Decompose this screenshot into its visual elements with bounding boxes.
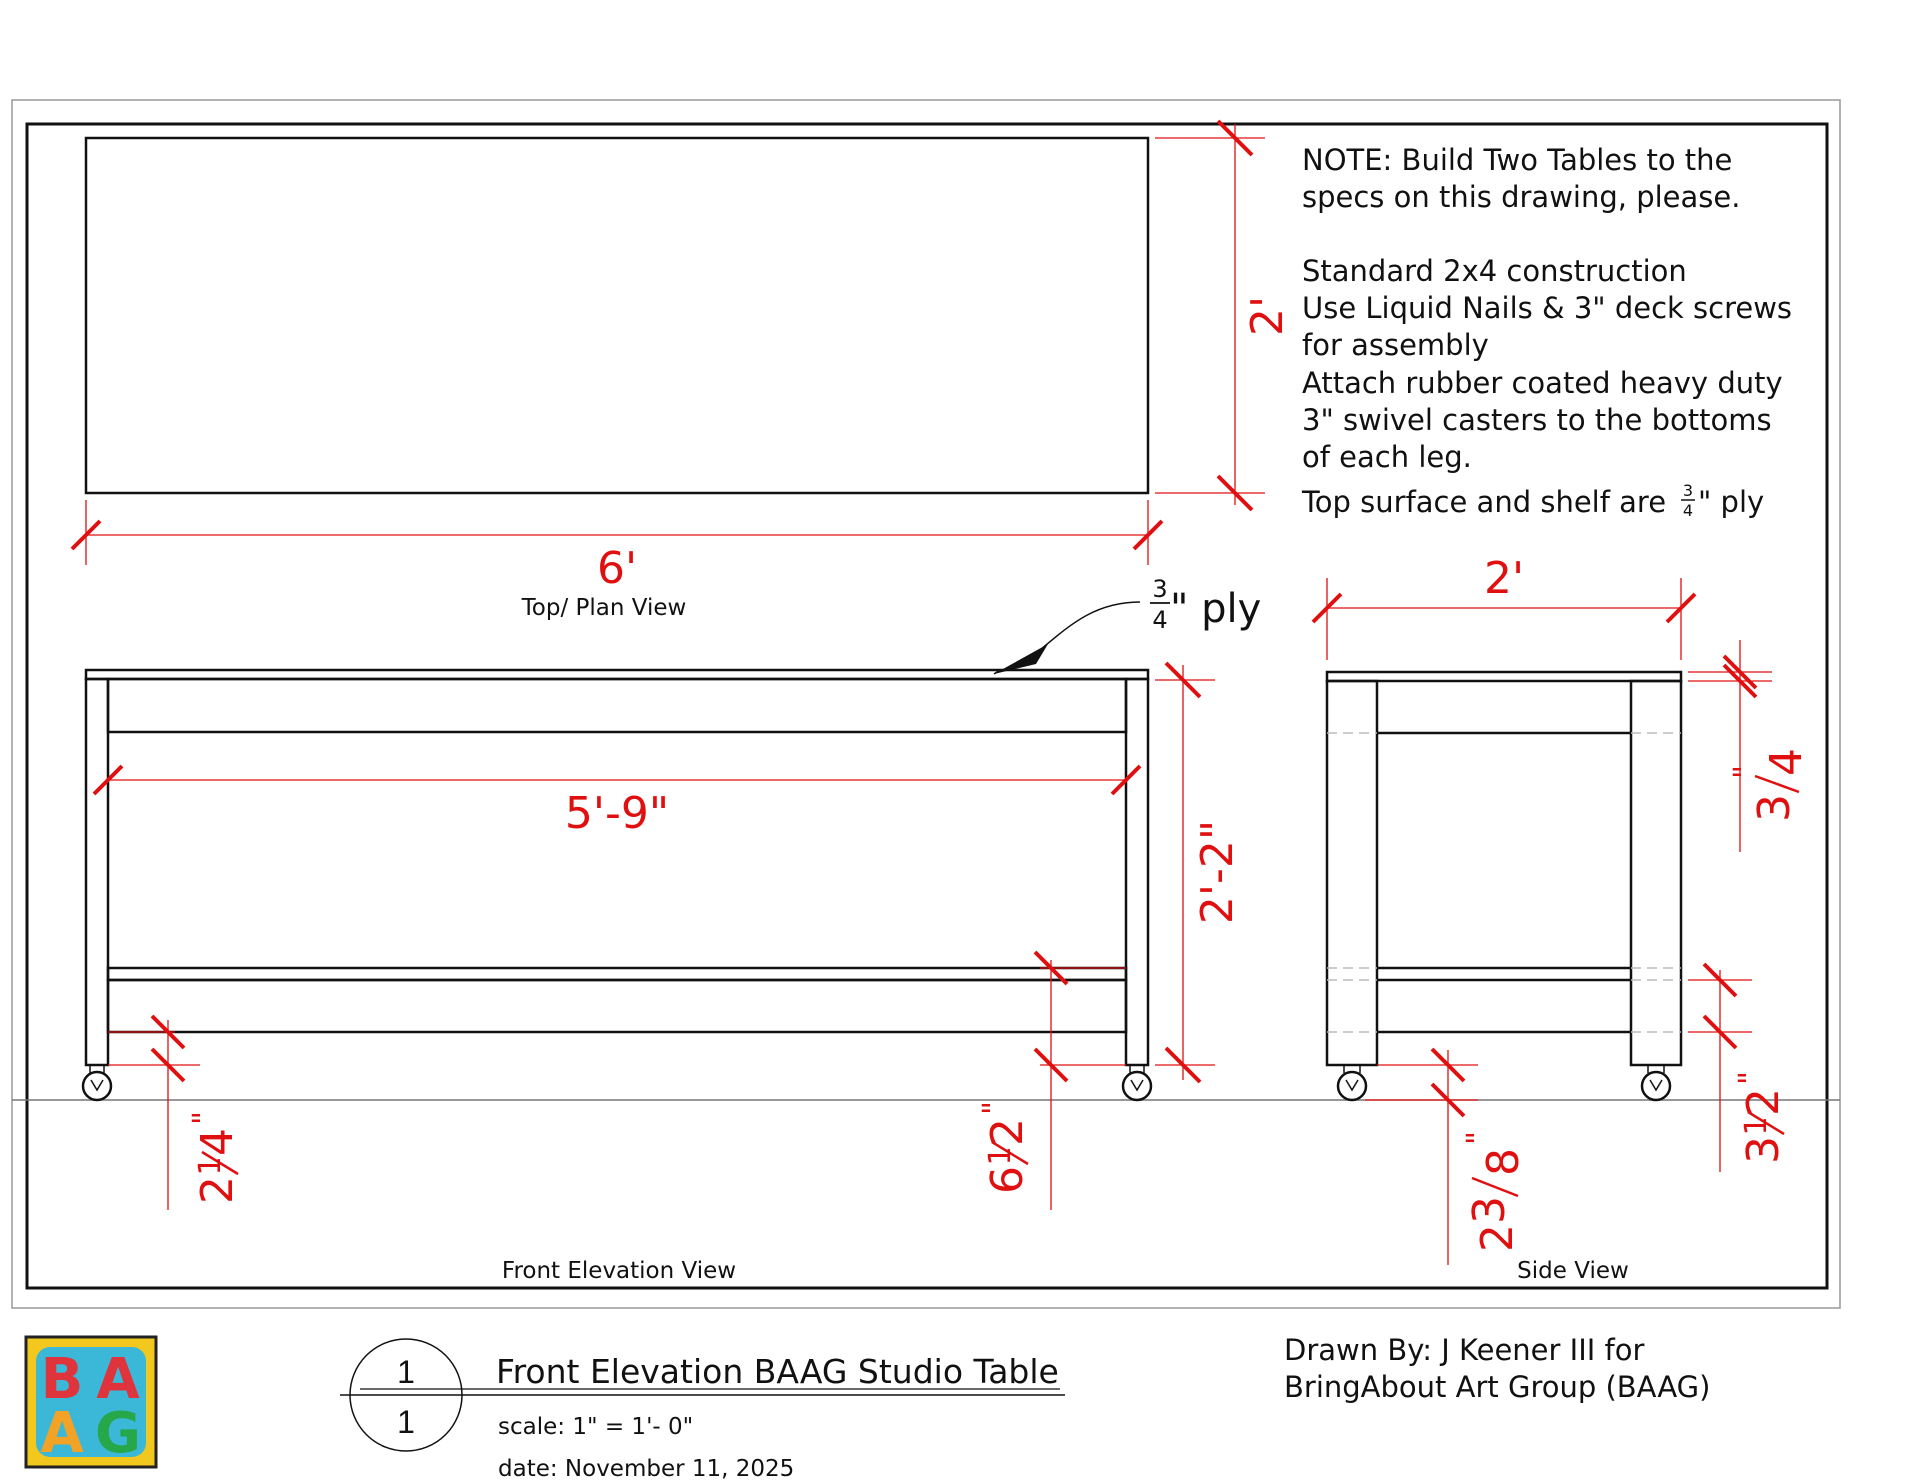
- top-depth-dimension: 2': [1155, 119, 1293, 512]
- drawing-scale: scale: 1" = 1'- 0": [498, 1414, 693, 1440]
- front-shelf: [106, 966, 1128, 982]
- notes-block: NOTE: Build Two Tables to the specs on t…: [1301, 143, 1792, 520]
- ply-numerator: 3: [1152, 575, 1167, 603]
- front-apron-bottom: [106, 978, 1128, 1034]
- front-right-caster: [1121, 1065, 1153, 1102]
- ply-callout: 3 4 " ply: [993, 575, 1261, 675]
- side-shelf-dimension: 3 1 2 ": [1688, 962, 1789, 1172]
- front-elevation-view-label: Front Elevation View: [502, 1258, 736, 1284]
- svg-text:": ": [1461, 1131, 1496, 1145]
- svg-text:4: 4: [192, 1128, 243, 1156]
- logo-letter-a-bottom: A: [40, 1401, 84, 1466]
- note-line-5: for assembly: [1302, 328, 1489, 362]
- svg-text:2: 2: [1738, 1088, 1789, 1116]
- side-width-label: 2': [1484, 553, 1524, 604]
- svg-text:3: 3: [1738, 1136, 1789, 1164]
- inner-sheet-border: [25, 122, 1829, 1290]
- svg-text:": ": [977, 1101, 1012, 1115]
- side-right-leg: [1629, 679, 1683, 1067]
- top-plan-view: 6' 2' Top/ Plan View: [70, 119, 1293, 621]
- side-view-label: Side View: [1517, 1258, 1629, 1284]
- note-line-9-prefix: Top surface and shelf are: [1301, 485, 1666, 519]
- side-caster-dimension: 2 3 8 ": [1365, 1047, 1529, 1265]
- front-shelf-label: 6 1 2 ": [977, 1101, 1033, 1194]
- svg-text:": ": [187, 1111, 222, 1125]
- note-line-7: 3" swivel casters to the bottoms: [1302, 403, 1772, 437]
- top-width-dimension: 6': [70, 500, 1164, 594]
- front-left-leg: [84, 677, 110, 1067]
- front-height-label: 2'-2": [1192, 820, 1243, 924]
- svg-text:6: 6: [982, 1166, 1033, 1194]
- logo-letter-b: B: [41, 1347, 84, 1412]
- title-block: B A A G 1 1 Front Elevation BAAG Studio …: [24, 1333, 1710, 1482]
- svg-text:": ": [1728, 765, 1763, 779]
- top-plan-view-label: Top/ Plan View: [521, 595, 687, 621]
- svg-text:3: 3: [1749, 794, 1800, 822]
- svg-text:": ": [1733, 1071, 1768, 1085]
- tabletop-plan-outline: [84, 136, 1150, 495]
- svg-text:8: 8: [1478, 1148, 1529, 1176]
- side-view: 2' 3 4 " 3 1: [1311, 553, 1812, 1284]
- side-right-caster: [1640, 1065, 1672, 1102]
- front-inner-dimension: 5'-9": [92, 764, 1142, 839]
- front-apron-top: [106, 677, 1128, 734]
- sheet-number-bubble: 1 1: [340, 1338, 1065, 1452]
- sheet-number: 1: [397, 1354, 415, 1390]
- side-top-dimension: 3 4 ": [1688, 640, 1812, 852]
- front-caster-label: 2 1 4 ": [187, 1111, 243, 1204]
- svg-text:4: 4: [1761, 748, 1812, 776]
- note-line-9-suffix: " ply: [1698, 485, 1764, 519]
- front-tabletop: [84, 668, 1150, 681]
- ply-denominator: 4: [1152, 606, 1167, 634]
- svg-text:3: 3: [1464, 1196, 1515, 1224]
- ply-arrowhead: [994, 644, 1048, 674]
- front-inner-label: 5'-9": [565, 788, 669, 839]
- front-caster-dimension: 2 1 4 ": [108, 1014, 243, 1210]
- front-height-dimension: 2'-2": [1155, 661, 1243, 1084]
- note-line-9-denominator: 4: [1683, 501, 1693, 520]
- top-width-label: 6': [597, 543, 637, 594]
- side-shelf-label: 3 1 2 ": [1733, 1071, 1789, 1164]
- svg-text:2: 2: [982, 1118, 1033, 1146]
- ply-suffix: " ply: [1170, 586, 1261, 632]
- logo-letter-a-top: A: [96, 1347, 140, 1412]
- side-caster-label: 2 3 8 ": [1461, 1131, 1529, 1252]
- drawn-by-line-1: Drawn By: J Keener III for: [1284, 1333, 1644, 1367]
- drawn-by-line-2: BringAbout Art Group (BAAG): [1284, 1370, 1710, 1404]
- outer-sheet-border: [11, 99, 1841, 1309]
- side-top-label: 3 4 ": [1728, 748, 1812, 822]
- drawing-title: Front Elevation BAAG Studio Table: [496, 1352, 1059, 1391]
- front-shelf-dimension: 6 1 2 ": [977, 950, 1126, 1210]
- drawing-date: date: November 11, 2025: [498, 1456, 794, 1482]
- sheet-total: 1: [397, 1404, 415, 1440]
- front-elevation-view: 5'-9" 2'-2" 2 1 4 ": [81, 661, 1243, 1284]
- side-width-dimension: 2': [1311, 553, 1697, 660]
- note-line-3: Standard 2x4 construction: [1302, 254, 1687, 288]
- top-depth-label: 2': [1242, 296, 1293, 336]
- logo-letter-g: G: [95, 1401, 141, 1466]
- front-right-leg: [1124, 677, 1150, 1067]
- note-line-9-numerator: 3: [1683, 481, 1693, 500]
- ply-leader-line: [1039, 601, 1141, 651]
- baag-logo: B A A G: [24, 1335, 158, 1469]
- note-line-1: NOTE: Build Two Tables to the: [1302, 143, 1732, 177]
- side-left-leg: [1325, 679, 1379, 1067]
- side-tabletop: [1325, 670, 1683, 683]
- note-line-8: of each leg.: [1302, 440, 1472, 474]
- svg-text:2: 2: [192, 1176, 243, 1204]
- note-line-2: specs on this drawing, please.: [1302, 180, 1740, 214]
- side-left-caster: [1336, 1065, 1368, 1102]
- svg-text:2: 2: [1472, 1224, 1523, 1252]
- note-line-4: Use Liquid Nails & 3" deck screws: [1302, 291, 1792, 325]
- front-left-caster: [81, 1065, 113, 1102]
- note-line-6: Attach rubber coated heavy duty: [1302, 366, 1783, 400]
